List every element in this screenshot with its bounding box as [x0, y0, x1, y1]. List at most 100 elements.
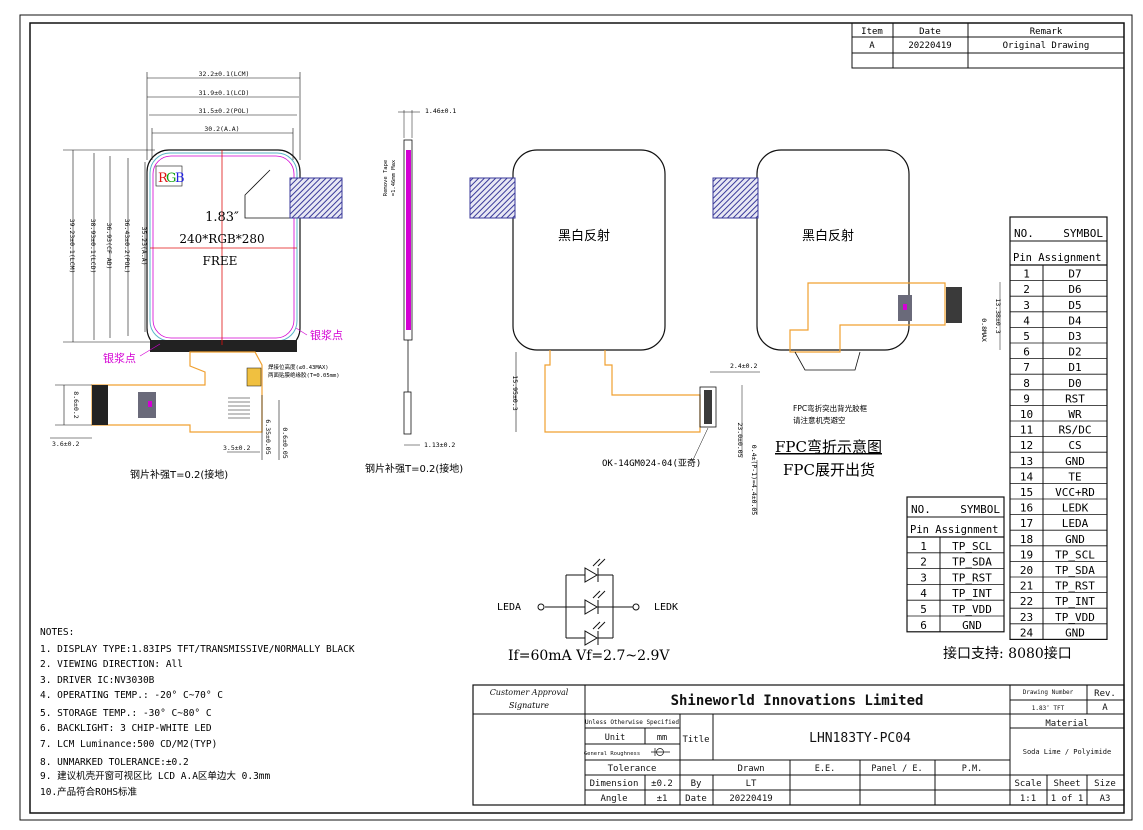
pin-number: 20 [1020, 564, 1033, 577]
scale-label: Scale [1014, 779, 1041, 789]
inner-frame [29, 22, 1125, 814]
sheet-value: 1 of 1 [1051, 794, 1084, 804]
rev-header-item: Item [861, 27, 883, 37]
size-value: A3 [1100, 794, 1111, 804]
pin-symbol: VCC+RD [1055, 486, 1095, 499]
pin-number: 1 [920, 540, 927, 553]
rev-header-date: Date [919, 27, 941, 37]
dim-fpc-width: 8.6±0.2 [72, 391, 80, 418]
pin-number: 15 [1020, 486, 1033, 499]
pin-number: 11 [1020, 424, 1033, 437]
note-item: 2. VIEWING DIRECTION: All [40, 659, 183, 670]
pin-number: 4 [1023, 314, 1030, 327]
revision-table: Item Date Remark A 20220419 Original Dra… [851, 22, 1125, 69]
unit-label: Unit [605, 733, 625, 743]
pin-symbol: GND [1065, 626, 1085, 639]
pin-symbol: LEDA [1062, 517, 1089, 530]
material-label: Material [1045, 719, 1088, 729]
fpc-chip [138, 392, 156, 418]
drawn-label: Drawn [737, 764, 764, 774]
pin-symbol: GND [962, 619, 982, 632]
bottom-ledge [150, 340, 297, 352]
dim-lcm-width: 32.2±0.1(LCM) [199, 70, 250, 78]
pin-number: 9 [1023, 392, 1030, 405]
angle-label: Angle [600, 794, 627, 804]
drawing-number: 1.83″ TFT [1032, 705, 1065, 712]
dim-lcd-width: 31.9±0.1(LCD) [199, 89, 250, 97]
rgb-b: B [175, 171, 185, 186]
rev-item: A [869, 41, 875, 51]
back1-dim-vertical: 15.95±0.3 [511, 375, 519, 410]
panel-size: 1.83″ [205, 210, 239, 225]
interface-note: 接口支持: 8080接口 [943, 645, 1072, 662]
note-item: 9. 建议机壳开窗可视区比 LCD A.A区单边大 0.3mm [40, 770, 271, 782]
note-item: 5. STORAGE TEMP.: -30° C~80° C [40, 708, 212, 719]
fpc-note-1: 焊接位高度(≤0.43MAX) [268, 363, 329, 371]
size-label: Size [1094, 779, 1116, 789]
pin-symbol: TP_SDA [952, 556, 992, 569]
pm-label: P.M. [962, 764, 982, 774]
note-item: 6. BACKLIGHT: 3 CHIP-WHITE LED [40, 723, 212, 734]
dim-lcm-height: 39.23±0.1(LCM) [68, 219, 76, 274]
side-tape-max: =1.46mm Max [391, 159, 397, 196]
pin-number: 24 [1020, 626, 1034, 639]
note-item: 10.产品符合ROHS标准 [40, 786, 138, 798]
rev-date: 20220419 [908, 41, 951, 51]
dim-fpc-c: 0.6±0.05 [281, 427, 289, 458]
dim-fpc-a: 3.5±0.2 [223, 444, 250, 452]
pin-header-symbol: SYMBOL [1063, 227, 1103, 240]
panel-resolution: 240*RGB*280 [179, 232, 264, 246]
back2-note-1: FPC弯折突出背光胶框 [793, 403, 868, 413]
pin-number: 3 [920, 571, 927, 584]
by-value: LT [746, 779, 757, 789]
pin-symbol: D6 [1068, 283, 1081, 296]
rev-remark: Original Drawing [1003, 41, 1090, 51]
panel-label: Panel / E. [871, 764, 922, 774]
panel-free: FREE [203, 254, 238, 268]
title-label: Title [682, 735, 709, 745]
notes-title: NOTES: [40, 627, 74, 638]
scale-value: 1:1 [1020, 794, 1036, 804]
rev-value: A [1102, 703, 1108, 713]
dim-aa-height: 35.23(A.A) [140, 226, 148, 265]
note-item: 7. LCM Luminance:500 CD/M2(TYP) [40, 739, 217, 750]
pin-number: 1 [1023, 268, 1030, 281]
pin-number: 19 [1020, 548, 1033, 561]
rgb-marker [155, 165, 183, 187]
pin-number: 6 [1023, 346, 1030, 359]
fpc-outline [91, 351, 263, 433]
silver-paste-right: 银浆点 [310, 328, 343, 342]
rgb-r: R [158, 171, 169, 186]
fpc-bend-caption: FPC弯折示意图 [775, 438, 882, 456]
pin-symbol: D0 [1068, 377, 1081, 390]
ee-label: E.E. [815, 764, 835, 774]
front-view: 32.2±0.1(LCM) 31.9±0.1(LCD) 31.5±0.2(POL… [50, 70, 343, 481]
pin-symbol: TP_RST [1055, 580, 1095, 593]
title-block [472, 684, 1125, 806]
rev-header-remark: Remark [1030, 27, 1063, 37]
back-view-2: 黑白反射 13.38±0.3 0.8MAX FPC弯折突出背光胶框 请注意机壳避… [712, 149, 1002, 479]
pin-number: 13 [1020, 455, 1033, 468]
led-circuit [537, 558, 640, 646]
side-view: 1.46±0.1 Remove Tape =1.46mm Max 1.13±0.… [365, 107, 463, 475]
side-thickness-bottom: 1.13±0.2 [424, 441, 455, 449]
angle-tol: ±1 [657, 794, 668, 804]
pin-subheader: Pin Assignment [1013, 252, 1102, 264]
side-stiffener-note: 钢片补强T=0.2(接地) [365, 462, 463, 475]
pin-number: 3 [1023, 299, 1030, 312]
back1-dim-a: 2.4±0.2 [730, 362, 757, 370]
back2-dim-a: 13.38±0.3 [994, 298, 1002, 333]
unless-specified: Unless Otherwise Specified [585, 719, 679, 726]
back1-dim-b: 23.0±0.05 [736, 422, 744, 457]
pin-symbol: TP_VDD [1055, 611, 1095, 624]
pin-symbol: D1 [1068, 361, 1081, 374]
dim-fpc-b: 6.35±0.05 [264, 419, 272, 454]
back2-note-2: 请注意机壳避空 [793, 415, 846, 425]
pin-symbol: D4 [1068, 314, 1082, 327]
back1-label: 黑白反射 [558, 228, 610, 244]
pin-number: 14 [1020, 470, 1034, 483]
aa-outline [152, 155, 295, 339]
customer-approval: Customer Approval [490, 688, 569, 697]
pin-number: 5 [1023, 330, 1030, 343]
